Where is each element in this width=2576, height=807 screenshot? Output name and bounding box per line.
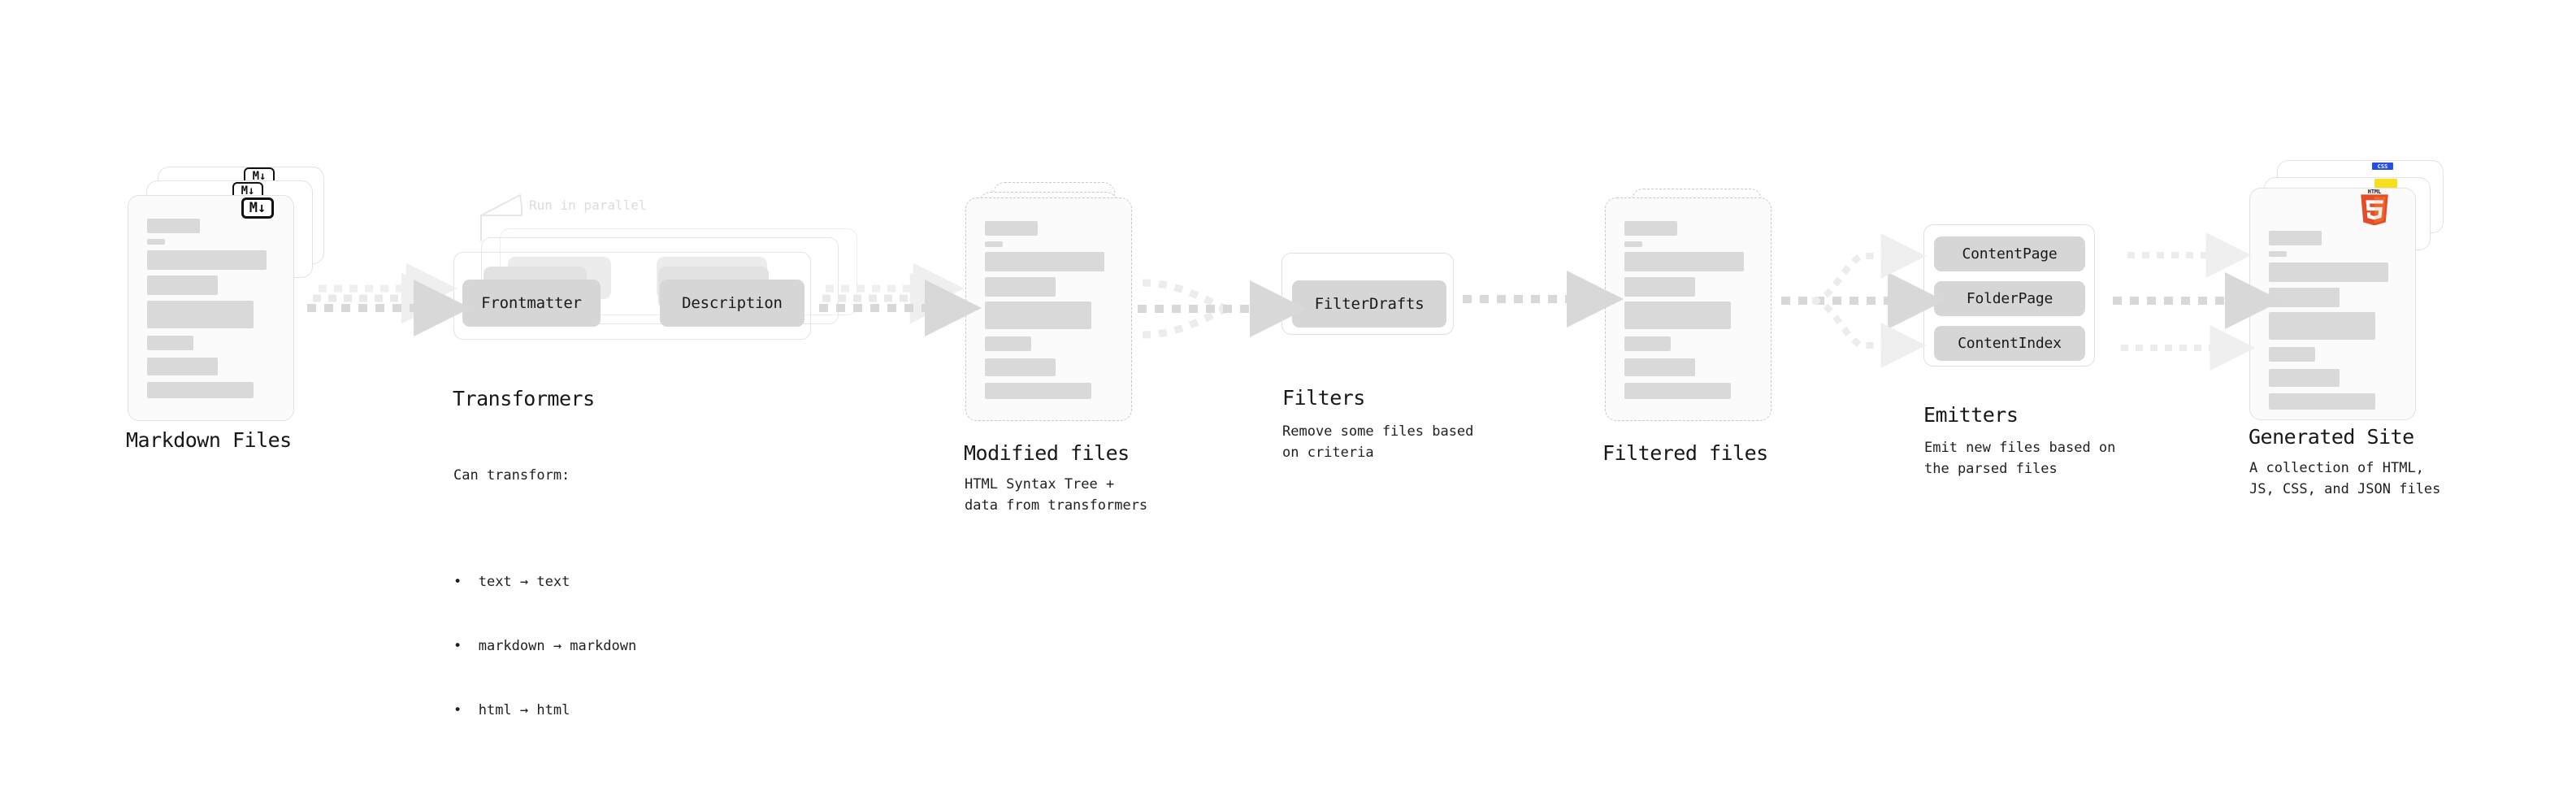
emitters-description: Emit new files based on the parsed files	[1924, 440, 2116, 478]
skeleton-line	[147, 336, 193, 350]
stage-title-generated-site: Generated Site	[2249, 425, 2414, 449]
skeleton-line	[985, 302, 1091, 329]
skeleton-line	[1624, 221, 1677, 236]
transformer-chip-description[interactable]: Description	[660, 280, 804, 327]
emitter-chip-contentpage[interactable]: ContentPage	[1934, 236, 2085, 271]
transformers-bullet-list: text → text markdown → markdown html → h…	[453, 529, 636, 765]
stage-title-filtered-files: Filtered files	[1602, 441, 1768, 465]
skeleton-line	[147, 301, 254, 328]
js-icon	[2374, 179, 2397, 190]
arrow-modified-to-filters	[1138, 279, 1307, 339]
skeleton-line	[147, 358, 218, 375]
generated-file-card-front	[2249, 188, 2416, 420]
arrow-filtered-to-emitters	[1781, 233, 1945, 368]
filter-chip-filterdrafts[interactable]: FilterDrafts	[1292, 280, 1446, 328]
skeleton-line	[2269, 231, 2322, 245]
transformers-bullet-item: text → text	[453, 571, 636, 592]
skeleton-line	[147, 276, 218, 295]
html5-icon: HTML	[2359, 189, 2390, 226]
skeleton-line	[985, 277, 1056, 297]
transformers-bullet-item: html → html	[453, 700, 636, 721]
modified-files-description: HTML Syntax Tree + data from transformer…	[965, 476, 1148, 514]
svg-text:HTML: HTML	[2368, 189, 2381, 195]
skeleton-line	[1624, 241, 1642, 247]
css-icon: CSS	[2372, 163, 2393, 170]
skeleton-line	[985, 241, 1003, 247]
stage-title-transformers: Transformers	[453, 387, 595, 410]
skeleton-line	[147, 219, 200, 233]
skeleton-line	[1624, 358, 1695, 376]
skeleton-line	[985, 336, 1031, 351]
skeleton-line	[1624, 277, 1695, 297]
transformers-description: Can transform: text → text markdown → ma…	[453, 422, 636, 807]
skeleton-line	[147, 382, 254, 398]
skeleton-line	[1624, 302, 1731, 329]
emitter-chip-contentindex[interactable]: ContentIndex	[1934, 326, 2085, 361]
arrow-emitters-to-site	[2113, 232, 2282, 371]
filtered-file-card-front	[1605, 197, 1772, 421]
skeleton-line	[985, 221, 1038, 236]
stage-title-modified-files: Modified files	[964, 441, 1130, 465]
run-in-parallel-note: Run in parallel	[529, 197, 647, 213]
transformers-bullet-item: markdown → markdown	[453, 636, 636, 657]
skeleton-line	[2269, 288, 2340, 307]
modified-file-card-front	[965, 197, 1132, 421]
skeleton-line	[985, 252, 1104, 271]
skeleton-line	[1624, 383, 1731, 399]
connector-arrows	[307, 193, 2282, 371]
stage-title-filters: Filters	[1282, 386, 1365, 410]
skeleton-line	[147, 239, 165, 245]
skeleton-line	[2269, 347, 2315, 362]
skeleton-line	[985, 383, 1091, 399]
skeleton-line	[147, 250, 267, 270]
markdown-file-card-front	[128, 195, 294, 421]
skeleton-line	[2269, 393, 2375, 410]
skeleton-line	[1624, 252, 1744, 271]
stage-title-emitters: Emitters	[1923, 403, 2019, 427]
skeleton-line	[2269, 369, 2340, 387]
markdown-icon: M↓	[241, 197, 274, 219]
skeleton-line	[2269, 312, 2375, 340]
transformer-chip-frontmatter[interactable]: Frontmatter	[462, 280, 601, 327]
emitter-chip-folderpage[interactable]: FolderPage	[1934, 281, 2085, 316]
transformers-description-lead: Can transform:	[453, 466, 570, 484]
skeleton-line	[985, 358, 1056, 376]
skeleton-line	[2269, 262, 2388, 282]
stage-title-markdown-files: Markdown Files	[126, 428, 292, 452]
skeleton-line	[1624, 336, 1671, 351]
arrow-markdown-to-transformers	[307, 262, 471, 336]
skeleton-line	[2269, 251, 2287, 257]
filters-description: Remove some files based on criteria	[1282, 423, 1474, 462]
generated-site-description: A collection of HTML, JS, CSS, and JSON …	[2249, 460, 2441, 498]
